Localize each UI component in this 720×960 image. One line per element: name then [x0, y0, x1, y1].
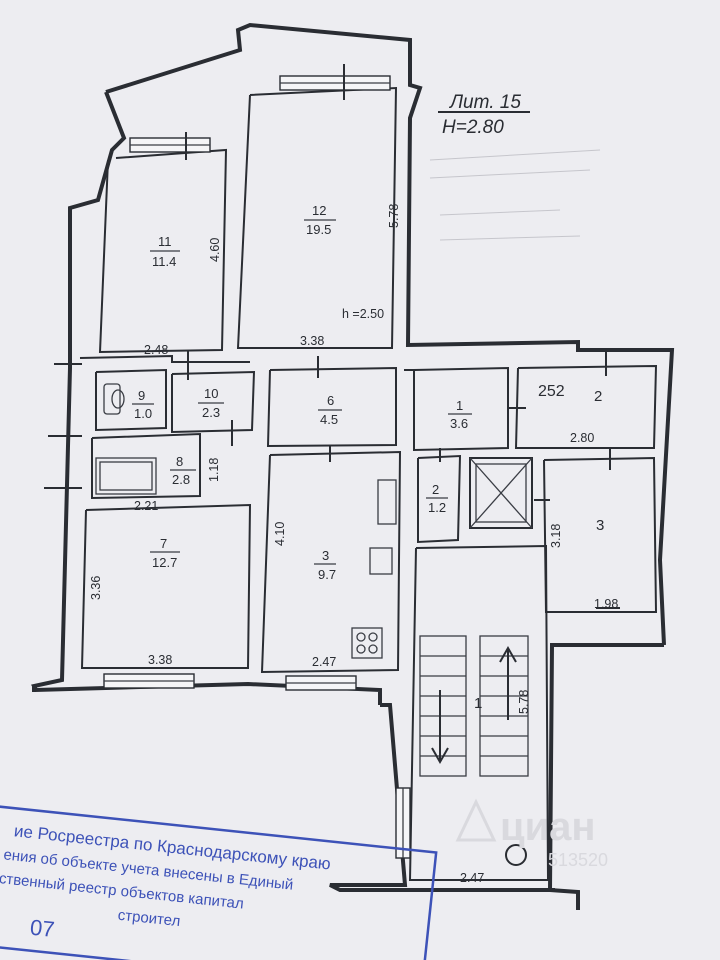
ceiling-note: h =2.50	[342, 307, 384, 321]
svg-text:2: 2	[432, 482, 439, 497]
room-3-kitchen: 3 9.7	[314, 548, 336, 582]
room-2-small: 2 1.2	[426, 482, 448, 515]
svg-text:12: 12	[312, 203, 326, 218]
room-252-label: 252	[538, 383, 565, 400]
svg-text:2.80: 2.80	[570, 431, 594, 445]
staircase	[419, 635, 529, 777]
svg-text:2.47: 2.47	[312, 655, 336, 669]
svg-text:9: 9	[138, 388, 145, 403]
svg-text:2.8: 2.8	[172, 472, 190, 487]
room-2-right-label: 2	[594, 388, 602, 405]
svg-text:циан: циан	[500, 805, 596, 849]
stamp-border	[0, 803, 438, 960]
pipe-icon	[505, 844, 527, 866]
registry-stamp: ие Росреестра по Краснодарскому краю ени…	[0, 803, 438, 960]
room-3-right-label: 3	[596, 517, 604, 534]
dimensions: 4.60 5.78 2.48 3.38 1.18 2.21 4.10 3.36 …	[89, 204, 618, 885]
fixtures	[95, 383, 527, 866]
stair-label: 1	[474, 695, 482, 712]
sink-icon	[369, 547, 393, 575]
svg-text:4.60: 4.60	[208, 238, 222, 262]
svg-text:1.0: 1.0	[134, 406, 152, 421]
inner-walls	[79, 86, 658, 881]
svg-text:7: 7	[160, 536, 167, 551]
room-10: 10 2.3	[198, 386, 224, 420]
svg-text:1.98: 1.98	[594, 597, 618, 611]
svg-text:11: 11	[158, 234, 172, 249]
svg-text:6: 6	[327, 393, 334, 408]
svg-text:3.6: 3.6	[450, 416, 468, 431]
svg-text:3.18: 3.18	[549, 524, 563, 548]
svg-text:4.5: 4.5	[320, 412, 338, 427]
svg-text:9.7: 9.7	[318, 567, 336, 582]
svg-text:3: 3	[322, 548, 329, 563]
svg-text:1: 1	[456, 398, 463, 413]
svg-text:5.78: 5.78	[387, 204, 401, 228]
room-11: 11 11.4	[150, 234, 180, 269]
room-9: 9 1.0	[132, 388, 154, 421]
svg-text:строител: строител	[117, 907, 181, 930]
svg-text:07: 07	[29, 915, 56, 942]
svg-text:1.2: 1.2	[428, 500, 446, 515]
svg-text:12.7: 12.7	[152, 555, 177, 570]
svg-text:4.10: 4.10	[273, 522, 287, 546]
svg-text:3.36: 3.36	[89, 576, 103, 600]
room-6: 6 4.5	[318, 393, 342, 427]
svg-text:2.21: 2.21	[134, 499, 158, 513]
height-label: H=2.80	[442, 117, 504, 138]
svg-text:3.38: 3.38	[300, 334, 324, 348]
room-8: 8 2.8	[170, 454, 196, 487]
door-ticks	[44, 64, 620, 609]
svg-text:1.18: 1.18	[207, 458, 221, 482]
svg-text:2.3: 2.3	[202, 405, 220, 420]
watermark-logo-icon	[455, 798, 497, 842]
windows	[103, 75, 411, 859]
faint-notes	[429, 149, 601, 241]
toilet-icon	[103, 383, 121, 415]
svg-text:11.4: 11.4	[152, 254, 176, 269]
svg-text:2.48: 2.48	[144, 343, 168, 357]
lit-label: Лит. 15	[448, 92, 521, 113]
stove-icon	[351, 627, 383, 659]
outer-walls	[31, 22, 675, 910]
svg-text:3.38: 3.38	[148, 653, 172, 667]
svg-text:8: 8	[176, 454, 183, 469]
svg-text:5.78: 5.78	[517, 690, 531, 714]
svg-text:10: 10	[204, 386, 218, 401]
room-1: 1 3.6	[448, 398, 472, 431]
bathtub-icon	[95, 457, 157, 495]
svg-text:2.47: 2.47	[460, 871, 484, 885]
room-12: 12 19.5	[304, 203, 336, 237]
counter-icon	[377, 479, 397, 525]
watermark: циан 513520	[455, 798, 608, 870]
room-7: 7 12.7	[150, 536, 180, 570]
svg-text:513520: 513520	[548, 850, 608, 870]
svg-text:19.5: 19.5	[306, 222, 331, 237]
